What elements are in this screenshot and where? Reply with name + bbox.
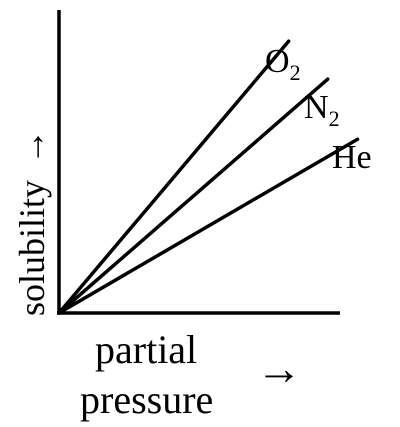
series-label-n2-sub: 2 xyxy=(329,106,340,131)
x-axis-label-line2: pressure xyxy=(80,377,213,422)
series-label-n2-main: N xyxy=(304,89,329,126)
y-axis-arrow: → xyxy=(12,129,52,165)
series-line-n2 xyxy=(57,77,330,315)
x-axis-label-line1: partial xyxy=(95,327,197,372)
series-label-o2-sub: 2 xyxy=(290,60,301,85)
series-label-he: He xyxy=(332,139,372,176)
series-label-o2: O2 xyxy=(265,43,301,85)
series-label-n2: N2 xyxy=(304,89,340,131)
series-label-o2-main: O xyxy=(265,43,290,80)
series-label-he-main: He xyxy=(332,139,372,176)
x-axis-arrow: → xyxy=(256,343,302,394)
y-axis-label: solubility → xyxy=(12,129,52,316)
series-line-he xyxy=(57,137,360,315)
y-axis-label-text: solubility xyxy=(12,180,52,316)
series-line-o2 xyxy=(57,39,291,315)
